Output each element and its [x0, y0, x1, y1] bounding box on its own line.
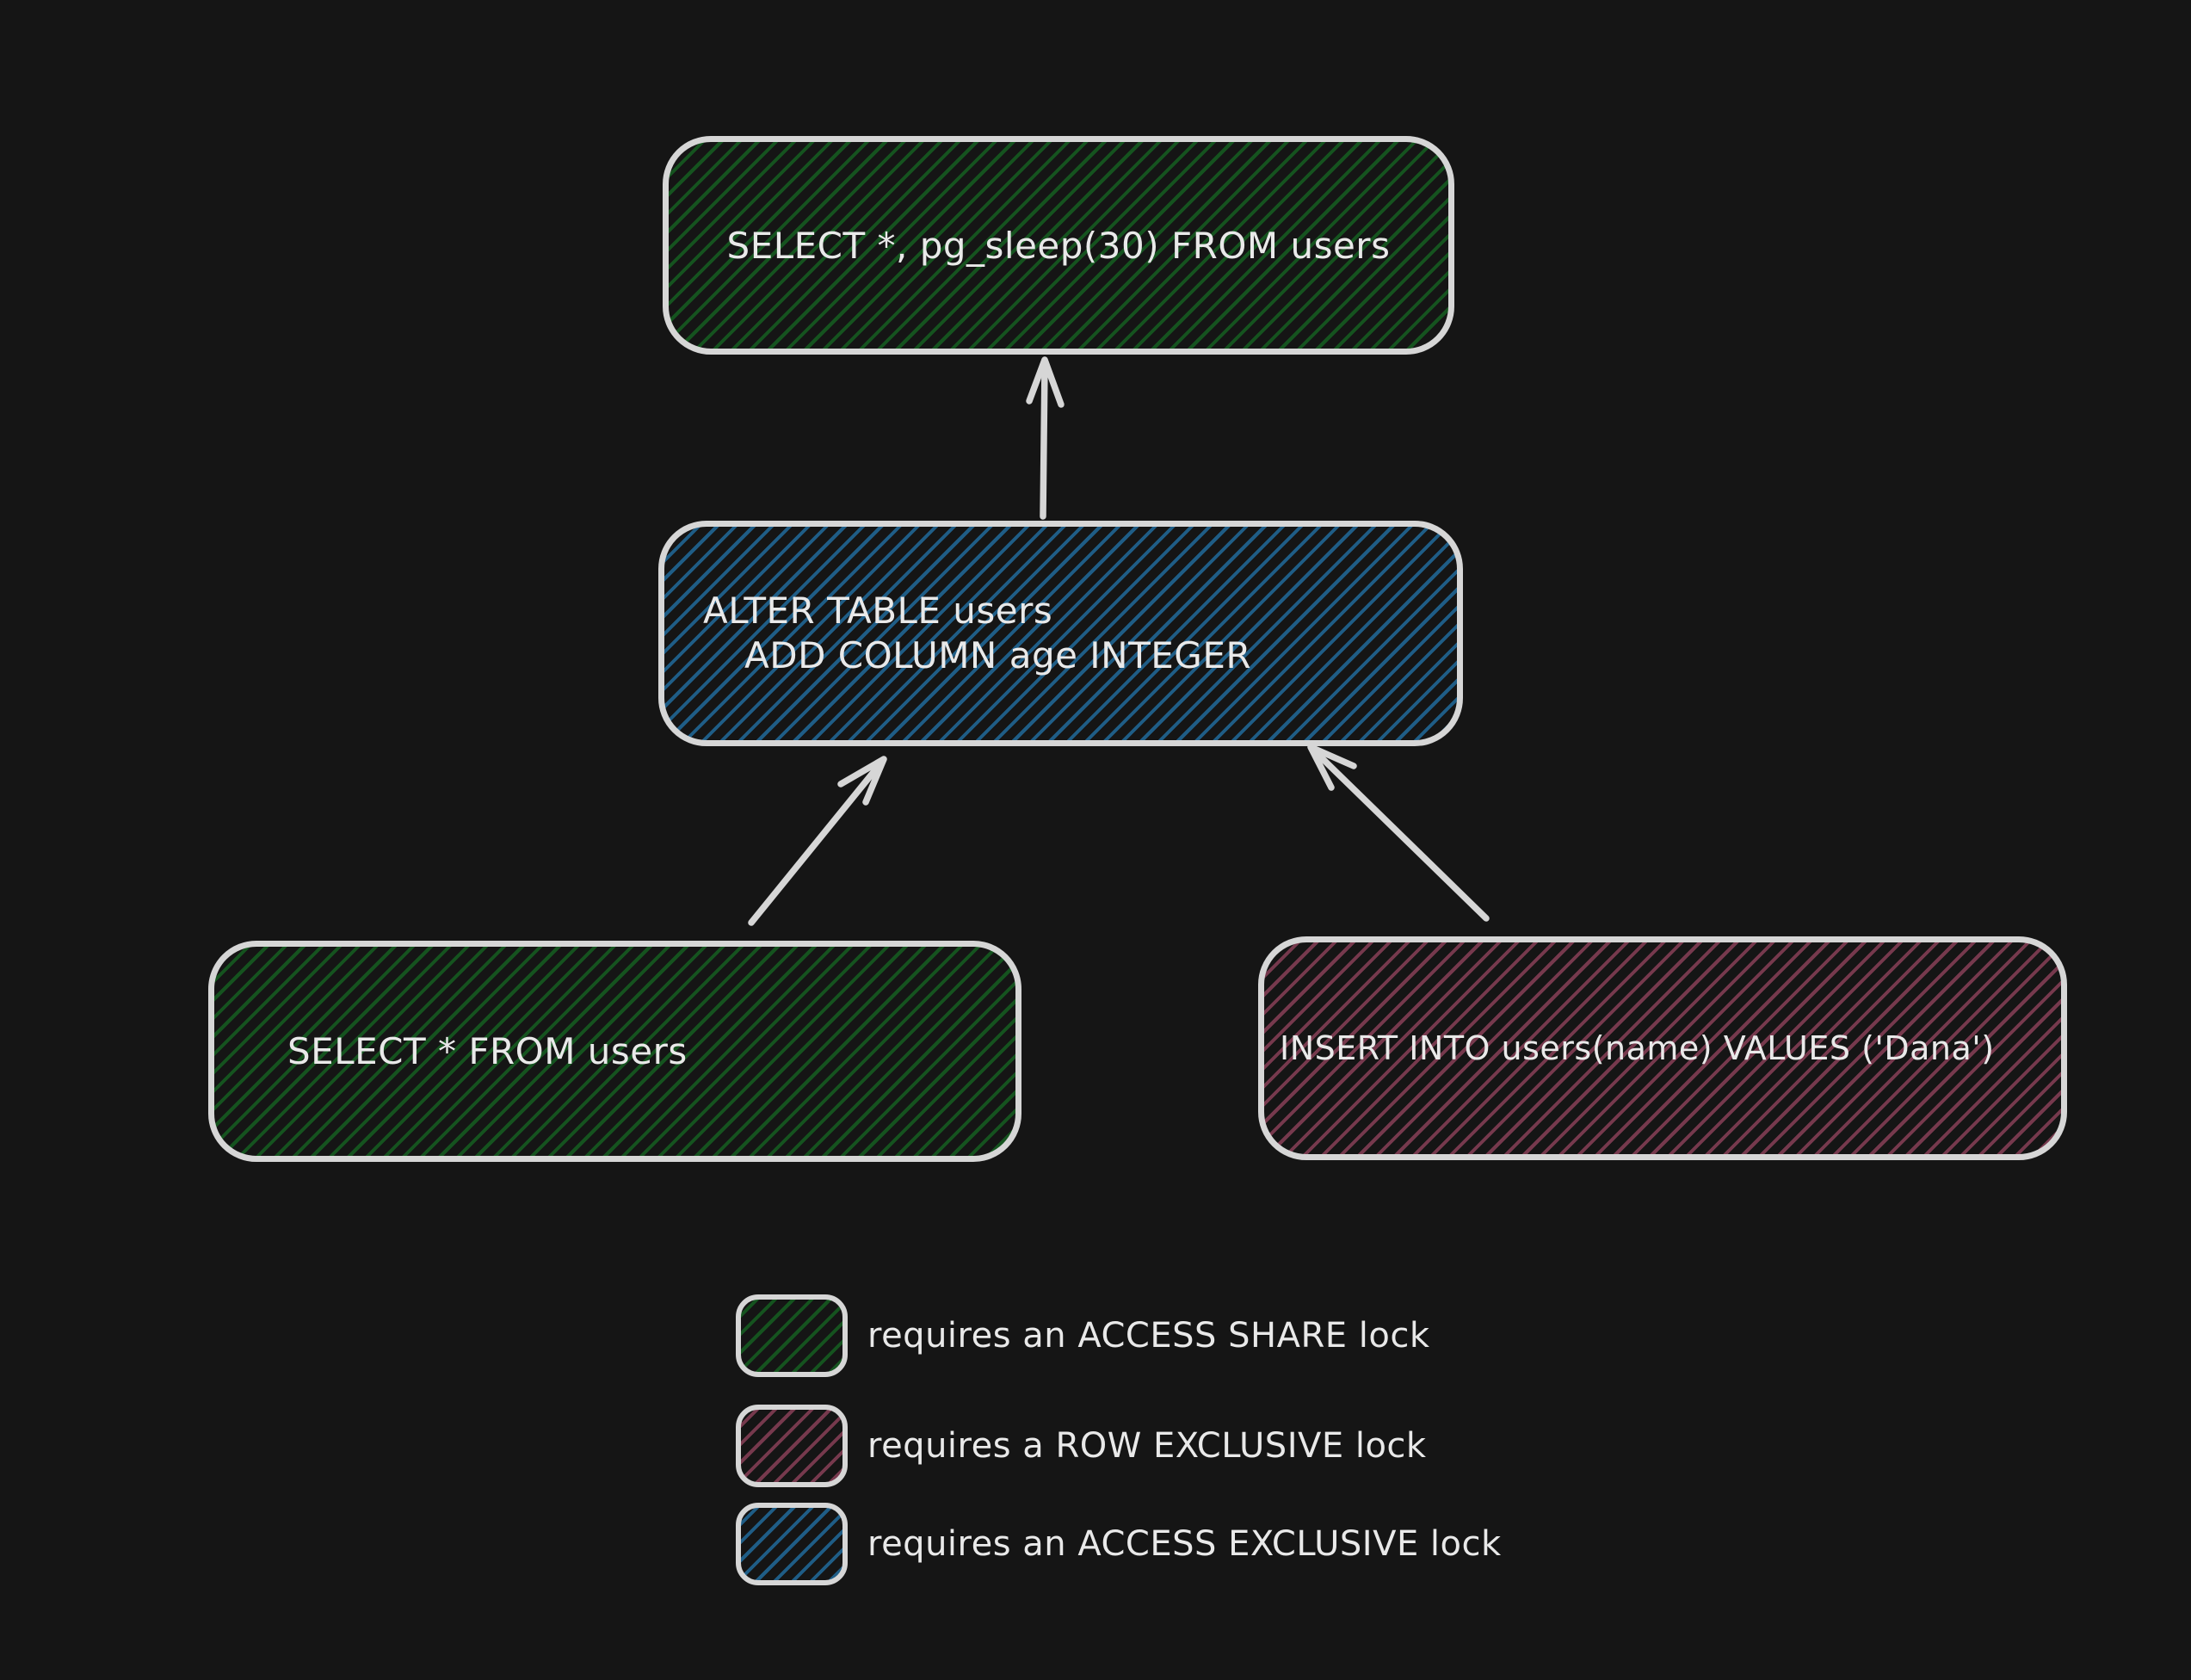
arrow-insert-to-alter	[1307, 744, 1490, 922]
node-select-users: SELECT * FROM users	[208, 941, 1021, 1162]
node-alter-table-line2: ADD COLUMN age INTEGER	[744, 634, 1252, 676]
node-select-pg-sleep: SELECT *, pg_sleep(30) FROM users	[663, 136, 1454, 355]
node-select-users-text: SELECT * FROM users	[287, 1030, 688, 1072]
legend-swatch-access-share	[736, 1294, 848, 1377]
node-alter-table: ALTER TABLE users ADD COLUMN age INTEGER	[658, 521, 1463, 746]
legend-swatch-row-exclusive	[736, 1405, 848, 1487]
node-insert-users-text: INSERT INTO users(name) VALUES ('Dana')	[1280, 1029, 1995, 1067]
legend-label-row-exclusive: requires a ROW EXCLUSIVE lock	[867, 1426, 1427, 1466]
arrow-select-to-alter	[748, 756, 887, 926]
node-alter-table-text: ALTER TABLE users ADD COLUMN age INTEGER	[703, 593, 1251, 674]
arrow-alter-to-select-sleep	[1026, 356, 1065, 520]
legend-swatch-access-exclusive	[736, 1503, 848, 1585]
node-select-pg-sleep-text: SELECT *, pg_sleep(30) FROM users	[726, 224, 1391, 267]
legend-label-access-exclusive: requires an ACCESS EXCLUSIVE lock	[867, 1524, 1502, 1564]
node-insert-users: INSERT INTO users(name) VALUES ('Dana')	[1258, 936, 2067, 1160]
node-alter-table-line1: ALTER TABLE users	[703, 590, 1053, 632]
legend-label-access-share: requires an ACCESS SHARE lock	[867, 1316, 1430, 1356]
